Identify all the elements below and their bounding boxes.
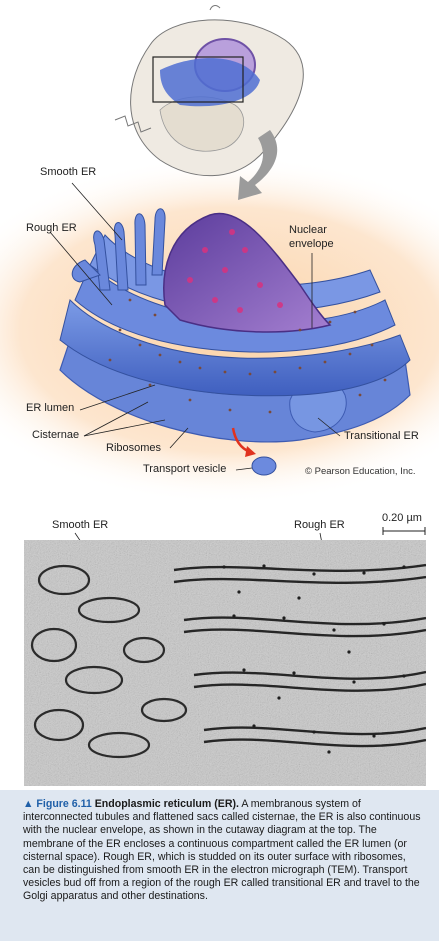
scale-bar <box>382 527 426 535</box>
zoom-arrow <box>238 130 278 200</box>
copyright-notice: © Pearson Education, Inc. <box>305 466 416 477</box>
figure-title: Endoplasmic reticulum (ER). <box>94 798 239 810</box>
figure-number: ▲ Figure 6.11 <box>23 798 92 810</box>
label-transport-vesicle: Transport vesicle <box>143 463 227 475</box>
tem-label-rough-er: Rough ER <box>294 519 345 531</box>
zoom-box <box>152 56 244 103</box>
scale-bar-label: 0.20 µm <box>382 512 422 524</box>
label-smooth-er: Smooth ER <box>40 166 97 178</box>
transport-vesicle <box>251 456 277 476</box>
er-cutaway-illustration <box>0 5 439 500</box>
label-nuclear-envelope-1: Nuclear <box>289 224 327 236</box>
er-body <box>59 208 411 443</box>
tem-micrograph <box>24 540 426 786</box>
label-er-lumen: ER lumen <box>26 402 75 414</box>
label-nuclear-envelope-2: envelope <box>289 238 334 250</box>
label-rough-er: Rough ER <box>26 222 77 234</box>
label-transitional-er: Transitional ER <box>344 430 419 442</box>
label-ribosomes: Ribosomes <box>106 442 162 454</box>
caption-text: ▲ Figure 6.11 Endoplasmic reticulum (ER)… <box>23 798 423 904</box>
tem-label-smooth-er: Smooth ER <box>52 519 109 531</box>
figure-caption: ▲ Figure 6.11 Endoplasmic reticulum (ER)… <box>0 790 439 941</box>
caption-body: A membranous system of interconnected tu… <box>23 798 421 903</box>
label-cisternae: Cisternae <box>32 429 80 441</box>
